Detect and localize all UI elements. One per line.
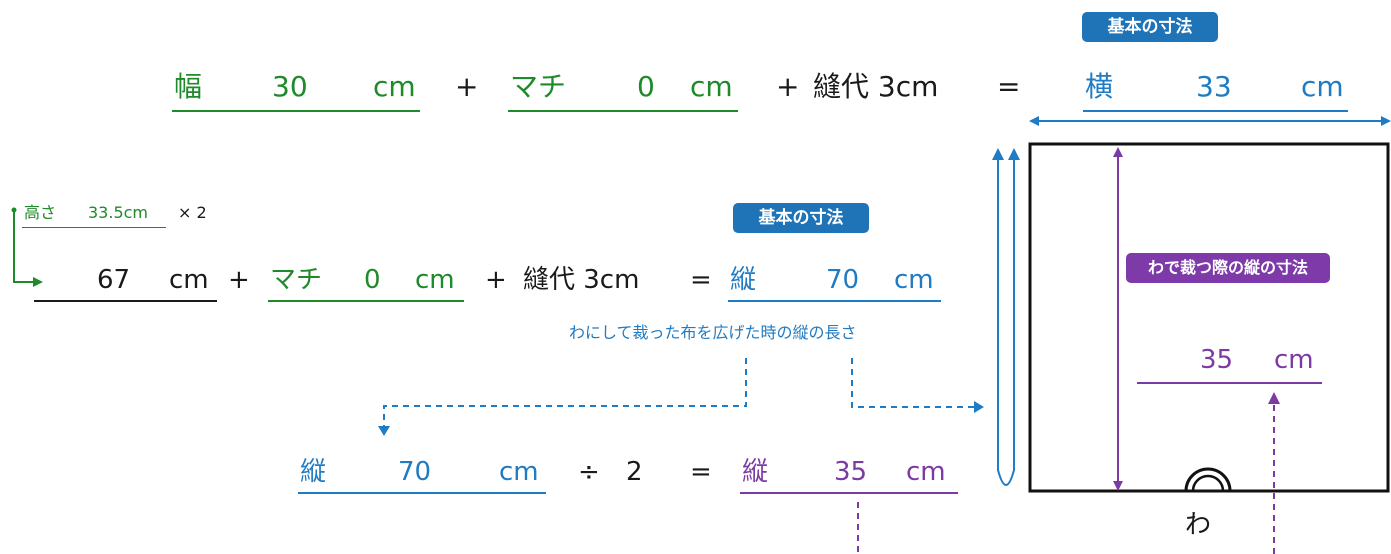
vertical-value: 70 (398, 457, 432, 487)
half-label: 縦 (742, 457, 769, 487)
diagram-height-unit: cm (1274, 345, 1314, 375)
plus-sign: + (485, 265, 507, 295)
gusset-underline (508, 110, 738, 112)
fabric-outline (1028, 142, 1390, 493)
vertical-underline (728, 300, 941, 302)
gusset-unit: cm (415, 265, 455, 295)
gusset-unit: cm (690, 70, 733, 103)
fold-mark (1184, 467, 1232, 492)
horizontal-value: 33 (1196, 70, 1232, 103)
fold-mark-inner (1191, 474, 1225, 492)
width-unit: cm (373, 70, 416, 103)
horizontal-label: 横 (1085, 70, 1114, 103)
diagram-height-underline (1137, 382, 1322, 384)
vertical-label: 縦 (300, 457, 327, 487)
gusset-value: 0 (637, 70, 655, 103)
equals-sign: = (690, 265, 712, 295)
unfolded-length-arrow (997, 154, 1015, 486)
caption-to-fabric-dashed (851, 358, 974, 408)
doubled-height-unit: cm (169, 265, 209, 295)
dot (11, 207, 17, 213)
plus-sign: + (776, 70, 800, 103)
divide-sign: ÷ (578, 457, 600, 487)
doubled-height-underline (34, 300, 217, 302)
height-value: 33.5cm (88, 203, 149, 222)
height-underline (22, 227, 166, 228)
half-value: 35 (834, 457, 868, 487)
seam-allowance: 縫代 3cm (813, 70, 939, 103)
wa-cut-dimension-badge: わで裁つ際の縦の寸法 (1126, 253, 1330, 283)
basic-dimension-badge: 基本の寸法 (733, 203, 869, 233)
caption-to-row3-dashed (383, 358, 747, 428)
equals-sign: = (690, 457, 712, 487)
vertical-label: 縦 (730, 265, 757, 295)
width-label: 幅 (174, 70, 203, 103)
height-elbow-arrow (13, 212, 43, 287)
arrowhead (974, 401, 984, 413)
vertical-unit: cm (499, 457, 539, 487)
times-two: × 2 (178, 203, 207, 222)
equals-sign: = (997, 70, 1021, 103)
diagram-height-value: 35 (1200, 345, 1234, 375)
gusset-underline (268, 300, 464, 302)
vertical-underline (298, 492, 546, 494)
doubled-height-value: 67 (97, 265, 131, 295)
vertical-unit: cm (894, 265, 934, 295)
horizontal-unit: cm (1301, 70, 1344, 103)
unfolded-length-caption: わにして裁った布を広げた時の縦の長さ (569, 323, 857, 342)
arrowhead (1268, 392, 1280, 404)
height-label: 高さ (24, 203, 57, 222)
horizontal-underline (1083, 110, 1348, 112)
arrowhead (1008, 148, 1020, 160)
seam-allowance: 縫代 3cm (523, 265, 640, 295)
arrowhead (378, 426, 390, 436)
plus-sign: + (228, 265, 250, 295)
half-unit: cm (906, 457, 946, 487)
vertical-value: 70 (826, 265, 860, 295)
basic-dimension-badge: 基本の寸法 (1082, 12, 1218, 42)
width-underline (172, 110, 420, 112)
half-underline (740, 492, 958, 494)
gusset-value: 0 (364, 265, 381, 295)
gusset-label: マチ (270, 265, 323, 295)
divisor: 2 (626, 457, 643, 487)
gusset-label: マチ (510, 70, 567, 103)
fold-label: わ (1185, 510, 1212, 540)
arrowhead (992, 148, 1004, 160)
plus-sign: + (455, 70, 479, 103)
width-value: 30 (272, 70, 308, 103)
